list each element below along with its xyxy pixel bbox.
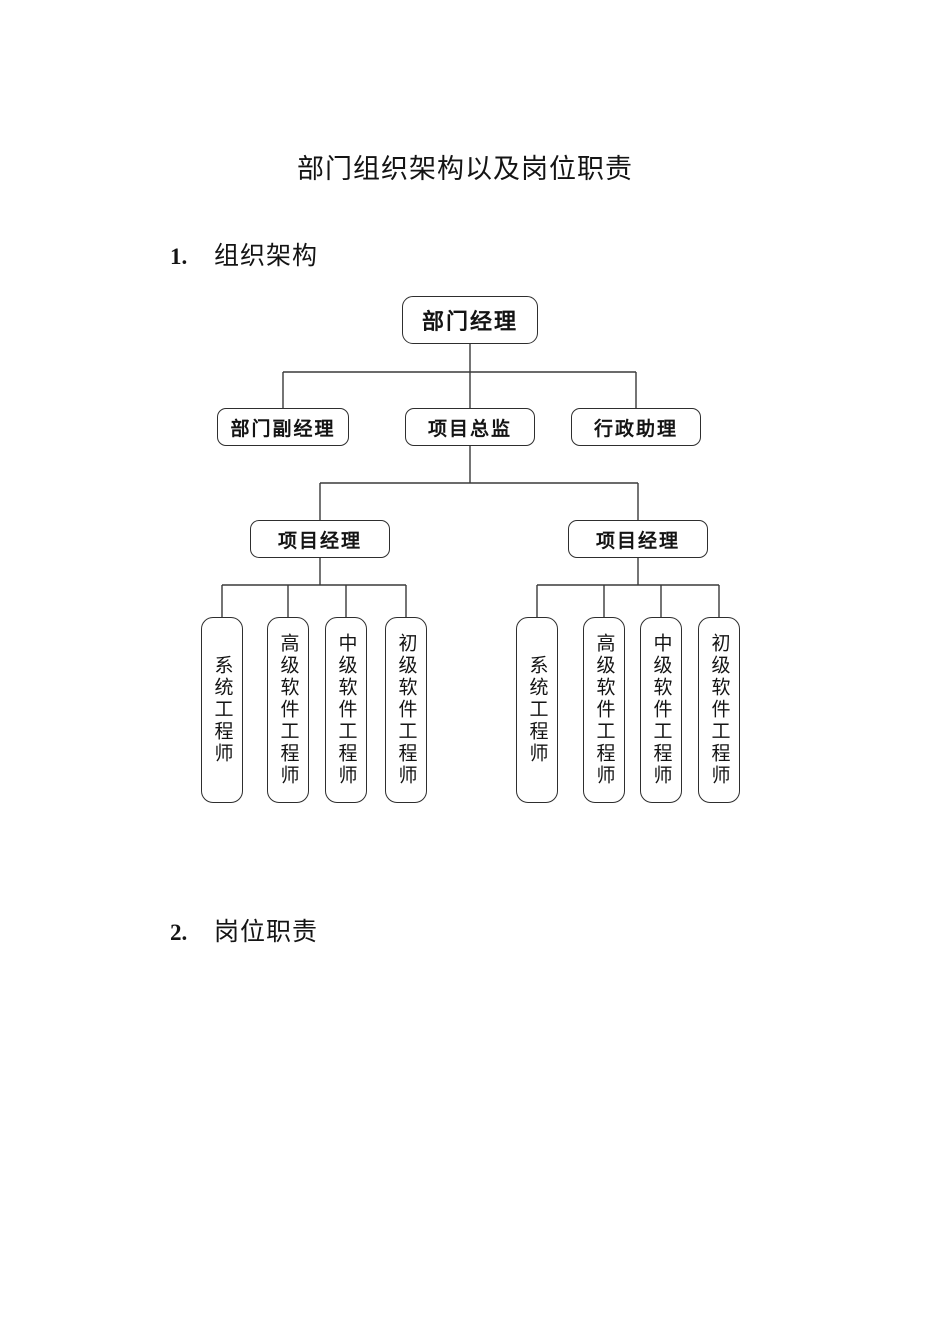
org-node-label: 项目总监 <box>427 418 512 440</box>
org-node-label: 部门副经理 <box>230 418 336 440</box>
document-title: 部门组织架构以及岗位职责 <box>297 154 633 184</box>
section-1-title: 组织架构 <box>214 243 319 270</box>
org-node-label: 部门经理 <box>421 309 518 334</box>
org-node-project-manager-left: 项目经理 <box>250 520 390 558</box>
org-node-label: 中级软件工程师 <box>335 633 357 787</box>
org-node-senior-software-engineer-right: 高级软件工程师 <box>583 617 625 803</box>
org-node-label: 高级软件工程师 <box>277 633 299 787</box>
org-node-junior-software-engineer-left: 初级软件工程师 <box>385 617 427 803</box>
org-node-label: 初级软件工程师 <box>395 633 417 787</box>
connector-path <box>221 344 720 617</box>
org-node-mid-software-engineer-left: 中级软件工程师 <box>325 617 367 803</box>
org-node-mid-software-engineer-right: 中级软件工程师 <box>640 617 682 803</box>
org-node-label: 系统工程师 <box>526 655 548 765</box>
org-node-label: 中级软件工程师 <box>650 633 672 787</box>
org-node-label: 初级软件工程师 <box>708 633 730 787</box>
section-2-title: 岗位职责 <box>214 919 319 946</box>
org-node-junior-software-engineer-right: 初级软件工程师 <box>698 617 740 803</box>
org-node-label: 行政助理 <box>593 418 678 440</box>
section-2-heading: 2. 岗位职责 <box>170 912 318 948</box>
section-1-heading: 1. 组织架构 <box>170 236 318 272</box>
org-node-system-engineer-right: 系统工程师 <box>516 617 558 803</box>
org-node-project-manager-right: 项目经理 <box>568 520 708 558</box>
org-node-project-director: 项目总监 <box>405 408 535 446</box>
org-node-label: 项目经理 <box>277 530 362 552</box>
org-node-label: 系统工程师 <box>211 655 233 765</box>
section-1-number: 1. <box>170 244 188 269</box>
org-node-system-engineer-left: 系统工程师 <box>201 617 243 803</box>
section-2-number: 2. <box>170 920 188 945</box>
org-node-senior-software-engineer-left: 高级软件工程师 <box>267 617 309 803</box>
org-node-admin-assistant: 行政助理 <box>571 408 701 446</box>
org-node-department-manager: 部门经理 <box>402 296 538 344</box>
org-node-deputy-department-manager: 部门副经理 <box>217 408 349 446</box>
org-node-label: 项目经理 <box>595 530 680 552</box>
org-node-label: 高级软件工程师 <box>593 633 615 787</box>
